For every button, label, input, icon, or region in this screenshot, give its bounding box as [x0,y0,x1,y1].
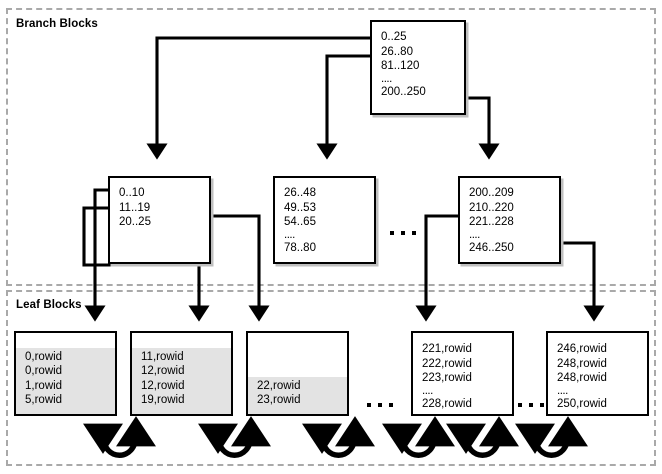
leaf-entry: 221,rowid [422,343,472,355]
leaf-entry: 5,rowid [25,394,63,407]
leaf-entry: 0,rowid [25,350,63,363]
branch-block-3[interactable]: 200..209 210..220 221..228 .... 246..250 [458,176,561,264]
leaf-entry: 248,rowid [557,357,607,370]
leaf-entry: 1,rowid [25,379,63,392]
leaf-block-3-entries: 22,rowid 23,rowid [248,379,347,408]
leaf-entry: 23,rowid [257,394,301,407]
ellipsis-dot [389,403,393,407]
leaf-entry-ellipsis: .... [557,384,568,397]
root-entry-ellipsis: .... [381,72,392,85]
branch-entry: 20..25 [119,216,151,229]
branch-block-2-entries: 26..48 49..53 54..65 .... 78..80 [275,186,374,255]
leaf-block-1-entries: 0,rowid 0,rowid 1,rowid 5,rowid [16,350,115,408]
leaf-block-1-fill [16,348,115,414]
branch-blocks-panel [6,8,656,286]
root-block-entries: 0..25 26..80 81..120 .... 200..250 [372,30,464,99]
leaf-block-5-entries: 246,rowid 248,rowid 248,rowid .... 250,r… [548,342,647,411]
leaf-block-4[interactable]: 221,rowid 222,rowid 223,rowid .... 228,r… [411,331,514,416]
ellipsis-dot [390,231,394,235]
branch-entry-ellipsis: .... [284,228,295,241]
leaf-entry: 12,rowid [141,365,185,378]
ellipsis-dot [401,231,405,235]
leaf-entry: 248,rowid [557,372,607,385]
branch-block-3-entries: 200..209 210..220 221..228 .... 246..250 [460,186,559,255]
leaf-entry: 222,rowid [422,357,472,370]
leaf-row-ellipsis-left [367,403,393,407]
branch-entry: 11..19 [119,201,151,214]
leaf-block-1[interactable]: 0,rowid 0,rowid 1,rowid 5,rowid [14,331,117,416]
branch-entry: 246..250 [469,241,514,254]
branch-entry: 26..48 [284,187,316,199]
leaf-row-ellipsis-right [518,403,544,407]
branch-entry: 49..53 [284,201,316,214]
leaf-entry-ellipsis: .... [422,384,433,397]
root-entry: 0..25 [381,31,407,43]
branch-entry: 78..80 [284,241,316,254]
branch-entry-ellipsis: .... [469,228,480,241]
leaf-entry: 246,rowid [557,343,607,355]
root-entry: 81..120 [381,60,420,73]
branch-block-1-entries: 0..10 11..19 20..25 [110,186,209,230]
ellipsis-dot [529,403,533,407]
leaf-entry: 223,rowid [422,372,472,385]
leaf-entry: 11,rowid [141,350,184,363]
ellipsis-dot [518,403,522,407]
leaf-block-4-entries: 221,rowid 222,rowid 223,rowid .... 228,r… [413,342,512,411]
branch-entry: 221..228 [469,216,514,229]
leaf-blocks-label: Leaf Blocks [16,299,82,311]
branch-entry: 200..209 [469,187,514,199]
ellipsis-dot [540,403,544,407]
root-entry: 200..250 [381,85,426,98]
branch-entry: 0..10 [119,187,145,199]
ellipsis-dot [367,403,371,407]
branch-blocks-label: Branch Blocks [16,18,98,30]
branch-entry: 54..65 [284,216,316,229]
leaf-entry: 12,rowid [141,379,185,392]
leaf-entry: 228,rowid [422,397,472,410]
leaf-block-3[interactable]: 22,rowid 23,rowid [246,331,349,416]
leaf-blocks-panel [6,290,656,466]
leaf-entry: 0,rowid [25,365,63,378]
ellipsis-dot [412,231,416,235]
leaf-block-2-fill [132,348,231,414]
leaf-entry: 19,rowid [141,394,185,407]
leaf-block-2-entries: 11,rowid 12,rowid 12,rowid 19,rowid [132,350,231,408]
root-entry: 26..80 [381,45,413,58]
leaf-block-3-fill [248,377,347,414]
leaf-block-2[interactable]: 11,rowid 12,rowid 12,rowid 19,rowid [130,331,233,416]
branch-entry: 210..220 [469,201,514,214]
branch-row-ellipsis [390,231,416,235]
leaf-block-5[interactable]: 246,rowid 248,rowid 248,rowid .... 250,r… [546,331,649,416]
leaf-entry: 22,rowid [257,379,301,392]
branch-block-2[interactable]: 26..48 49..53 54..65 .... 78..80 [273,176,376,264]
leaf-entry: 250,rowid [557,397,607,410]
ellipsis-dot [378,403,382,407]
branch-block-1[interactable]: 0..10 11..19 20..25 [108,176,211,264]
root-block[interactable]: 0..25 26..80 81..120 .... 200..250 [370,20,466,115]
